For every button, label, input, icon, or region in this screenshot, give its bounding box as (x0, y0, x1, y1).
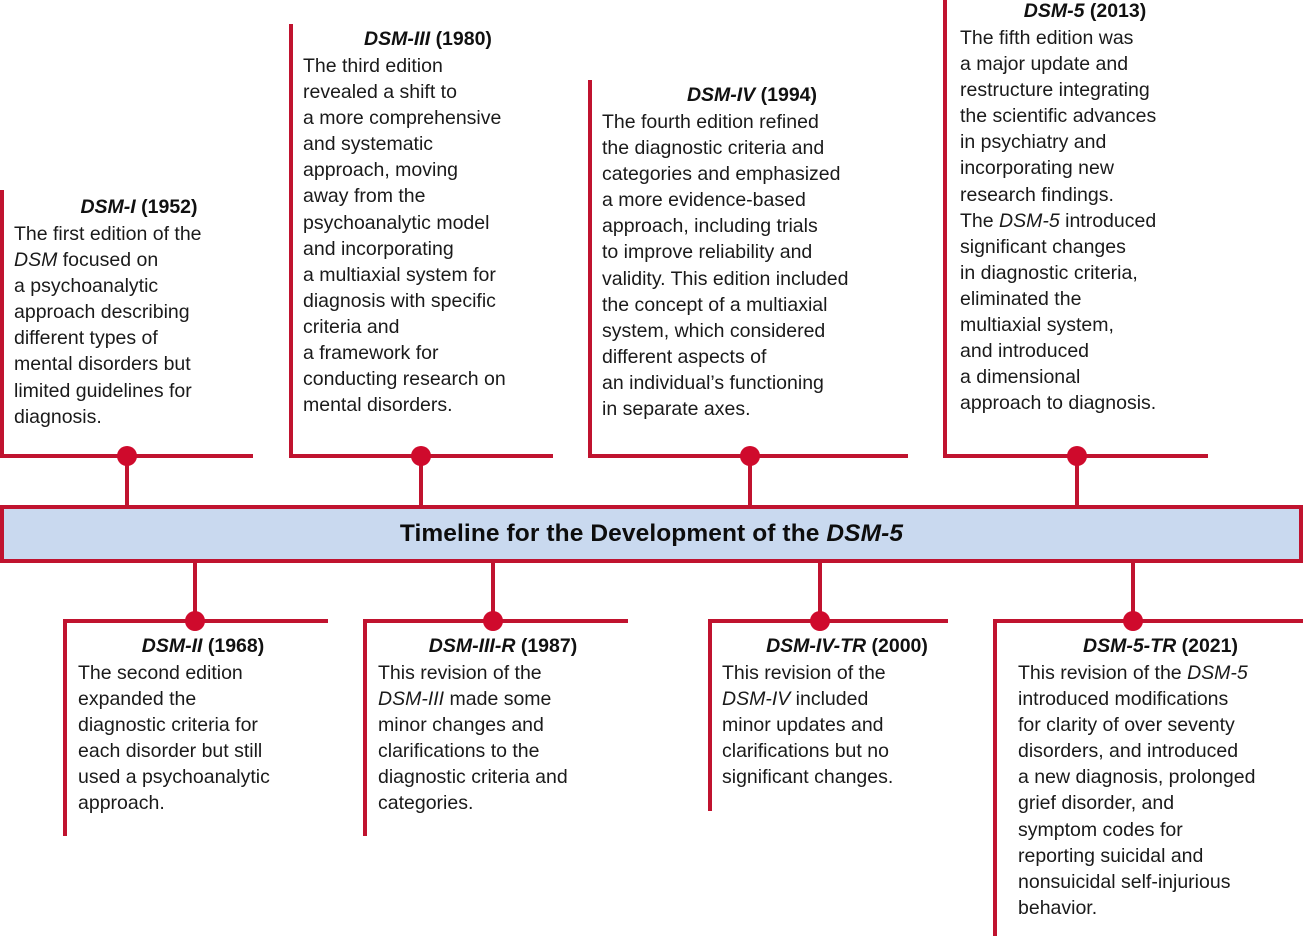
entry-dsm4: DSM-IV (1994) The fourth edition refined… (602, 82, 902, 422)
timeline-dot-dsm3r (483, 611, 503, 631)
entry-dsm5-year: (2013) (1089, 0, 1147, 22)
entry-dsm2-body: The second edition expanded the diagnost… (78, 662, 270, 815)
entry-dsm3r-headline: DSM-III-R (1987) (378, 633, 628, 659)
entry-dsm4-headline: DSM-IV (1994) (602, 82, 902, 108)
connector-rail-dsm1 (0, 190, 4, 458)
entry-dsm4-year: (1994) (760, 84, 818, 106)
entry-dsm2-headline: DSM-II (1968) (78, 633, 328, 659)
entry-dsm5tr: DSM-5-TR (2021) This revision of the DSM… (1018, 633, 1303, 921)
timeline-dot-dsm5tr (1123, 611, 1143, 631)
timeline-banner: Timeline for the Development of the DSM-… (0, 505, 1303, 563)
connector-stem-dsm2 (193, 563, 197, 621)
entry-dsm1-edition: DSM-I (80, 196, 136, 218)
connector-rail-dsm4tr (708, 619, 712, 811)
connector-rail-dsm5tr (993, 619, 997, 936)
entry-dsm3-edition: DSM-III (364, 28, 431, 50)
entry-dsm5tr-body: This revision of the DSM-5 introduced mo… (1018, 662, 1256, 919)
entry-dsm2-year: (1968) (207, 635, 265, 657)
entry-dsm5-body-emphasis: DSM-5 (999, 209, 1060, 232)
entry-dsm4-edition: DSM-IV (686, 84, 756, 106)
entry-dsm4tr-body: This revision of the DSM-IV included min… (722, 662, 894, 789)
entry-dsm3-year: (1980) (435, 28, 492, 50)
timeline-dot-dsm4 (740, 446, 760, 466)
entry-dsm4tr-edition: DSM-IV-TR (766, 635, 867, 657)
entry-dsm3r-body-emphasis: DSM-III (378, 688, 445, 711)
connector-stem-dsm5tr (1131, 563, 1135, 621)
entry-dsm4tr-year: (2000) (871, 635, 928, 657)
entry-dsm1-headline: DSM-I (1952) (14, 194, 264, 220)
entry-dsm4tr-body-emphasis: DSM-IV (722, 688, 791, 711)
timeline-dot-dsm4tr (810, 611, 830, 631)
entry-dsm2-edition: DSM-II (141, 635, 203, 657)
entry-dsm5: DSM-5 (2013) The fifth edition was a maj… (960, 0, 1210, 416)
timeline-dot-dsm2 (185, 611, 205, 631)
entry-dsm5-body: The fifth edition was a major update and… (960, 27, 1157, 415)
connector-stem-dsm5 (1075, 454, 1079, 509)
connector-stem-dsm4tr (818, 563, 822, 621)
connector-rail-dsm2 (63, 619, 67, 836)
entry-dsm3r-year: (1987) (520, 635, 578, 657)
page-title: Timeline for the Development of the DSM-… (399, 520, 904, 547)
timeline-dot-dsm5 (1067, 446, 1087, 466)
timeline-dot-dsm3 (411, 446, 431, 466)
entry-dsm5tr-edition: DSM-5-TR (1083, 635, 1177, 657)
entry-dsm3-body: The third edition revealed a shift to a … (303, 55, 506, 417)
entry-dsm5tr-year: (2021) (1181, 635, 1238, 657)
connector-rail-dsm4 (588, 80, 592, 458)
entry-dsm5tr-body-emphasis: DSM-5 (1187, 662, 1248, 684)
entry-dsm3-headline: DSM-III (1980) (303, 26, 553, 52)
entry-dsm3r: DSM-III-R (1987) This revision of the DS… (378, 633, 628, 817)
connector-rail-dsm3r (363, 619, 367, 836)
entry-dsm3r-body: This revision of the DSM-III made some m… (378, 662, 568, 815)
page-title-emphasis: DSM-5 (826, 520, 904, 547)
connector-stem-dsm3r (491, 563, 495, 621)
connector-stem-dsm4 (748, 454, 752, 509)
entry-dsm4tr: DSM-IV-TR (2000) This revision of the DS… (722, 633, 972, 790)
entry-dsm4tr-headline: DSM-IV-TR (2000) (722, 633, 972, 659)
entry-dsm5-edition: DSM-5 (1023, 0, 1085, 22)
entry-dsm1-year: (1952) (141, 196, 198, 218)
connector-rail-dsm5 (943, 0, 947, 458)
connector-stem-dsm3 (419, 454, 423, 509)
entry-dsm5-headline: DSM-5 (2013) (960, 0, 1210, 24)
entry-dsm3: DSM-III (1980) The third edition reveale… (303, 26, 553, 418)
timeline-dot-dsm1 (117, 446, 137, 466)
entry-dsm2: DSM-II (1968) The second edition expande… (78, 633, 328, 817)
connector-stem-dsm1 (125, 454, 129, 509)
connector-bar-dsm5tr (993, 619, 1303, 623)
entry-dsm5tr-headline: DSM-5-TR (2021) (1018, 633, 1303, 659)
entry-dsm1: DSM-I (1952) The first edition of the DS… (14, 194, 264, 430)
entry-dsm1-body-emphasis: DSM (14, 249, 58, 272)
entry-dsm4-body: The fourth edition refined the diagnosti… (602, 111, 849, 421)
entry-dsm1-body: The first edition of the DSM focused on … (14, 223, 202, 428)
entry-dsm3r-edition: DSM-III-R (428, 635, 516, 657)
connector-rail-dsm3 (289, 24, 293, 458)
